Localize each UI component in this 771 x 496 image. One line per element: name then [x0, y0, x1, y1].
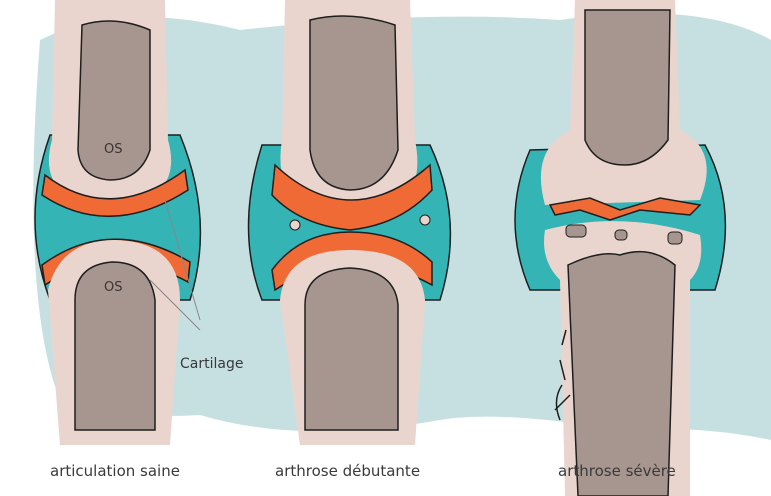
joint-healthy: [34, 0, 202, 445]
joint-early-arthrosis: [247, 0, 452, 445]
bone-cyst: [667, 231, 683, 245]
signature: [554, 329, 571, 421]
upper-cartilage: [41, 168, 189, 218]
bone-fragment: [419, 214, 431, 226]
cartilage-label: Cartilage: [180, 356, 244, 372]
bone-fragment: [289, 219, 301, 231]
bone-label-upper: OS: [104, 142, 123, 157]
cartilage-remnant: [548, 197, 702, 221]
bone-cyst: [614, 229, 628, 241]
caption-early: arthrose débutante: [275, 462, 421, 480]
caption-healthy: articulation saine: [50, 462, 180, 480]
upper-marrow: [309, 15, 399, 191]
upper-marrow: [584, 9, 671, 166]
lower-marrow: [74, 261, 156, 431]
caption-severe: arthrose sévère: [558, 462, 676, 480]
lower-marrow: [304, 267, 399, 431]
joint-severe-arthrosis: [514, 0, 727, 496]
cartilage-pointer: [149, 199, 201, 331]
lower-marrow: [567, 250, 676, 496]
bone-label-lower: OS: [104, 280, 123, 295]
bone-cyst: [565, 224, 587, 238]
upper-cartilage: [271, 163, 433, 231]
upper-marrow: [77, 20, 151, 181]
